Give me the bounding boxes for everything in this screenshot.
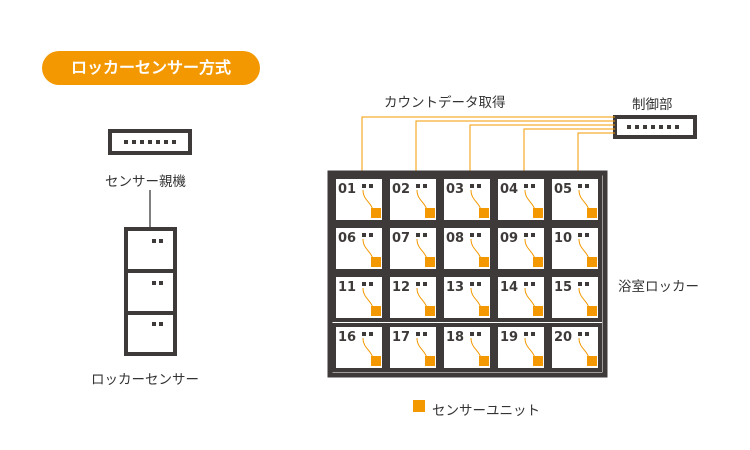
locker-cell: 02 xyxy=(386,175,440,224)
locker-number: 04 xyxy=(500,182,518,197)
locker-number: 10 xyxy=(554,231,572,246)
locker-cell: 15 xyxy=(548,273,602,322)
locker-number: 19 xyxy=(500,330,518,345)
count-data-label: カウントデータ取得 xyxy=(384,95,506,111)
locker-cell: 09 xyxy=(494,224,548,273)
locker-number: 14 xyxy=(500,280,518,295)
locker-cell: 03 xyxy=(440,175,494,224)
sensor-unit xyxy=(479,306,489,316)
parent-unit-label: センサー親機 xyxy=(105,174,186,190)
locker-cell: 16 xyxy=(332,323,386,372)
locker-cell: 17 xyxy=(386,323,440,372)
sensor-unit xyxy=(533,208,543,218)
sensor-unit xyxy=(533,356,543,366)
locker-number: 03 xyxy=(446,182,464,197)
locker-number: 13 xyxy=(446,280,464,295)
sensor-unit xyxy=(479,257,489,267)
data-line xyxy=(577,132,615,185)
locker-sensor-label: ロッカーセンサー xyxy=(91,372,199,388)
sensor-unit xyxy=(371,356,381,366)
locker-cell: 04 xyxy=(494,175,548,224)
locker-number: 09 xyxy=(500,231,518,246)
sensor-unit xyxy=(587,208,597,218)
locker-number: 20 xyxy=(554,330,572,345)
sensor-unit xyxy=(533,306,543,316)
locker-number: 01 xyxy=(338,182,356,197)
locker-cell: 06 xyxy=(332,224,386,273)
parent-unit xyxy=(108,129,192,155)
sensor-unit xyxy=(533,257,543,267)
locker-number: 07 xyxy=(392,231,410,246)
bath-locker-label: 浴室ロッカー xyxy=(618,279,699,295)
locker-cell: 19 xyxy=(494,323,548,372)
controller-unit xyxy=(613,115,697,139)
data-lines xyxy=(361,116,615,185)
locker-number: 16 xyxy=(338,330,356,345)
locker-cell: 13 xyxy=(440,273,494,322)
sensor-unit xyxy=(371,257,381,267)
locker-cell: 10 xyxy=(548,224,602,273)
sensor-unit xyxy=(371,306,381,316)
locker-number: 12 xyxy=(392,280,410,295)
sensor-unit xyxy=(425,257,435,267)
locker-number: 02 xyxy=(392,182,410,197)
sensor-unit xyxy=(587,306,597,316)
sensor-unit xyxy=(425,208,435,218)
locker-number: 18 xyxy=(446,330,464,345)
sensor-unit xyxy=(425,306,435,316)
locker-cell: 05 xyxy=(548,175,602,224)
locker-cell: 14 xyxy=(494,273,548,322)
legend-swatch xyxy=(413,400,425,412)
data-line xyxy=(523,128,615,185)
locker-cell: 12 xyxy=(386,273,440,322)
locker-number: 08 xyxy=(446,231,464,246)
locker-cell: 11 xyxy=(332,273,386,322)
data-line xyxy=(469,124,615,185)
locker-cell: 08 xyxy=(440,224,494,273)
sensor-unit xyxy=(371,208,381,218)
locker-cell: 18 xyxy=(440,323,494,372)
sensor-unit xyxy=(479,208,489,218)
sensor-unit xyxy=(587,257,597,267)
data-line xyxy=(361,116,615,185)
locker-cell: 01 xyxy=(332,175,386,224)
locker-number: 11 xyxy=(338,280,356,295)
sensor-unit xyxy=(425,356,435,366)
locker-number: 17 xyxy=(392,330,410,345)
data-line xyxy=(415,120,615,185)
locker-cell: 07 xyxy=(386,224,440,273)
locker-sensor-column xyxy=(124,227,177,356)
locker-number: 06 xyxy=(338,231,356,246)
locker-cell: 20 xyxy=(548,323,602,372)
locker-number: 05 xyxy=(554,182,572,197)
sensor-unit xyxy=(587,356,597,366)
sensor-unit xyxy=(479,356,489,366)
locker-grid: 01 02 03 04 05 06 07 08 09 10 11 12 13 14 15 16 17 18 19 20 xyxy=(332,175,602,372)
controller-label: 制御部 xyxy=(632,97,673,113)
legend-label: センサーユニット xyxy=(432,403,540,419)
section-title: ロッカーセンサー方式 xyxy=(42,51,260,85)
locker-number: 15 xyxy=(554,280,572,295)
